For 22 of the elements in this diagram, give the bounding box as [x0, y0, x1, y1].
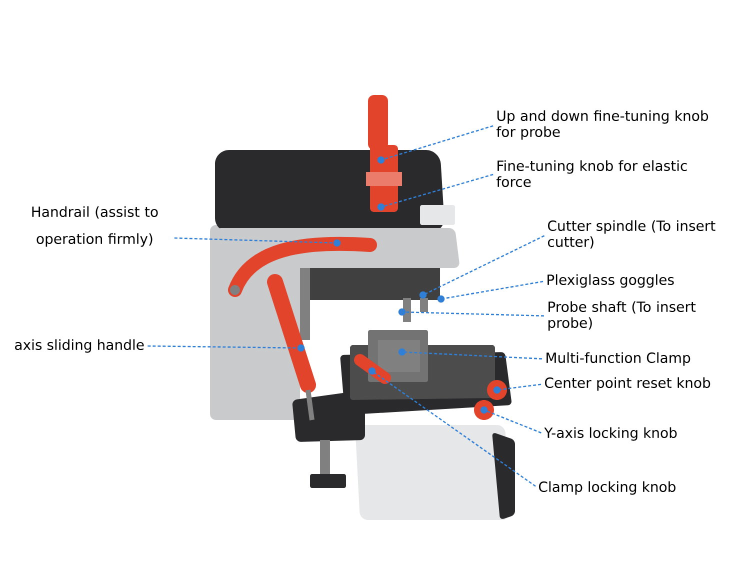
callout-label: Probe shaft (To insert probe): [548, 301, 696, 331]
callout-label: axis sliding handle: [15, 339, 144, 353]
callout-label: Fine-tuning knob for elastic force: [496, 160, 687, 188]
callout-label: Clamp locking knob: [538, 481, 676, 495]
callout-label: Plexiglass goggles: [548, 274, 674, 288]
leader-line: [398, 348, 542, 360]
callout-label: Up and down fine-tuning knob for probe: [496, 110, 708, 140]
leader-line: [368, 367, 536, 487]
leader-line: [377, 174, 494, 211]
callout-label: Center point reset knob: [544, 377, 710, 391]
callout-label: Multi-function Clamp: [546, 352, 690, 366]
callout-label: Y-axis locking knob: [544, 427, 677, 441]
leader-line: [377, 125, 494, 164]
callout-label: Handrail (assist to operation firmly): [32, 206, 158, 247]
leader-line: [419, 235, 545, 299]
leader-line: [148, 344, 305, 352]
leader-line: [437, 280, 544, 303]
leader-line: [174, 237, 341, 247]
callout-label: Cutter spindle (To insert cutter): [548, 220, 716, 249]
leader-line: [480, 406, 542, 434]
leader-line: [398, 308, 544, 317]
leader-line: [493, 384, 542, 394]
